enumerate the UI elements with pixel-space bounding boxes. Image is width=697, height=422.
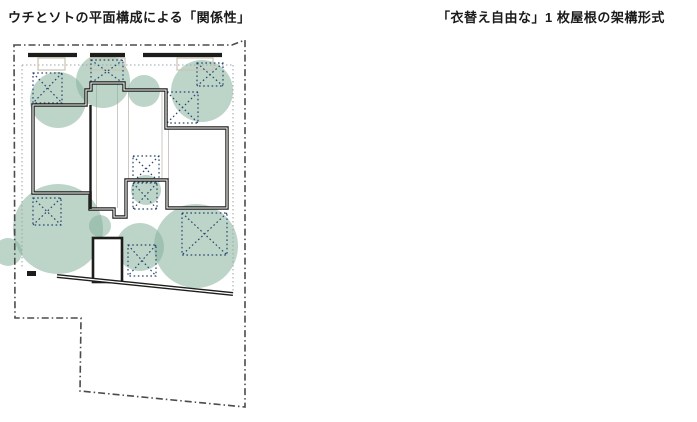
engawa-x-diagonal [32,72,63,104]
tree-circle [13,184,103,274]
engawa-square [166,91,199,124]
engawa-x-diagonal [127,244,157,277]
gate-post [27,271,36,276]
left-diagram-title: ウチとソトの平面構成による「関係性」 [8,10,251,25]
engawa-marker [196,62,224,87]
tree-circle [0,238,22,266]
tree-circle [116,223,164,271]
engawa-square [132,155,160,183]
engawa-x-diagonal [32,72,63,104]
engawa-square [90,59,124,84]
engawa-square [181,212,228,256]
tree-circle [30,72,86,128]
engawa-marker [127,244,157,277]
tree-circle [154,204,238,288]
right-diagram-title: 「衣替え自由な」1 枚屋根の架構形式 [437,10,665,25]
porch-rect [176,57,214,71]
engawa-square [196,62,224,87]
engawa-square [127,244,157,277]
engawa-marker [132,182,158,210]
engawa-square [32,197,62,226]
engawa-marker [32,72,63,104]
engawa-x-diagonal [132,182,158,210]
porch-rect [89,57,126,71]
site-boundary [13,38,246,408]
engawa-x-diagonal [181,212,228,256]
engawa-marker [32,197,62,226]
garden-wall-core [56,275,234,295]
engawa-x-diagonal [127,244,157,277]
building-outline-core [32,82,228,218]
porch-rect [37,57,66,71]
tree-circle [171,60,233,122]
engawa-marker [166,91,199,124]
engawa-x-diagonal [132,155,160,183]
engawa-marker [132,155,160,183]
engawa-marker [181,212,228,256]
tree-circle [89,215,111,237]
engawa-marker [90,59,124,84]
engawa-x-diagonal [166,91,199,124]
engawa-x-diagonal [196,62,224,87]
